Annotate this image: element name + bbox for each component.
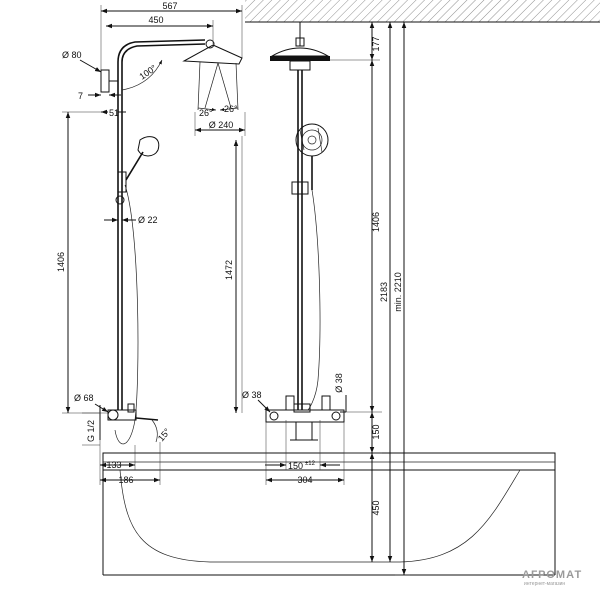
dim-head-height: 177 bbox=[371, 36, 381, 51]
dim-spout-angle: 15° bbox=[156, 426, 173, 443]
dim-valve-diameter-front: Ø 38 bbox=[242, 390, 262, 400]
dim-spout-reach: 133 bbox=[106, 460, 121, 470]
dim-width-total: 567 bbox=[162, 1, 177, 11]
front-view-dimensions: 177 1406 2183 min. 2210 150 450 Ø 38 Ø 3… bbox=[242, 22, 410, 576]
dim-height-arm: 1472 bbox=[224, 260, 234, 280]
dim-inlet-tolerance: ±12 bbox=[305, 461, 316, 467]
watermark-tagline: интернет-магазин bbox=[524, 581, 565, 587]
dim-pipe-diameter-front: Ø 38 bbox=[334, 373, 344, 393]
dim-total-height: 2183 bbox=[379, 282, 389, 302]
bathtub bbox=[102, 452, 556, 576]
dim-thread: G 1/2 bbox=[86, 420, 96, 442]
dim-inlet-spacing: 150 bbox=[288, 461, 303, 471]
dim-valve-diameter: Ø 68 bbox=[74, 393, 94, 403]
side-view-dimensions: 567 450 Ø 80 7 51 100° 26° 26° Ø 240 Ø 2… bbox=[56, 1, 246, 485]
ceiling bbox=[245, 0, 600, 23]
watermark-brand: АГРОМАТ bbox=[522, 569, 582, 581]
side-view bbox=[99, 39, 243, 485]
dim-mixer-width: 304 bbox=[297, 475, 312, 485]
front-view bbox=[265, 22, 345, 441]
dim-spray-angle-right: 26° bbox=[224, 104, 238, 114]
dim-height-right: 1406 bbox=[371, 212, 381, 232]
dim-pipe-diameter: Ø 22 bbox=[138, 215, 158, 225]
dim-width-arm: 450 bbox=[148, 15, 163, 25]
dim-head-diameter: Ø 240 bbox=[209, 120, 234, 130]
watermark: АГРОМАТ интернет-магазин bbox=[522, 569, 582, 587]
dim-min-height: min. 2210 bbox=[393, 272, 403, 312]
dim-tub-height: 450 bbox=[371, 500, 381, 515]
dim-wall-gap: 7 bbox=[78, 91, 83, 101]
dim-height-left: 1406 bbox=[56, 252, 66, 272]
dim-mixer-depth: 186 bbox=[118, 475, 133, 485]
dim-spray-angle-left: 26° bbox=[199, 108, 213, 118]
dim-wall-mount-diameter: Ø 80 bbox=[62, 50, 82, 60]
dim-mixer-height: 150 bbox=[371, 424, 381, 439]
dim-wall-offset: 51 bbox=[109, 108, 119, 118]
